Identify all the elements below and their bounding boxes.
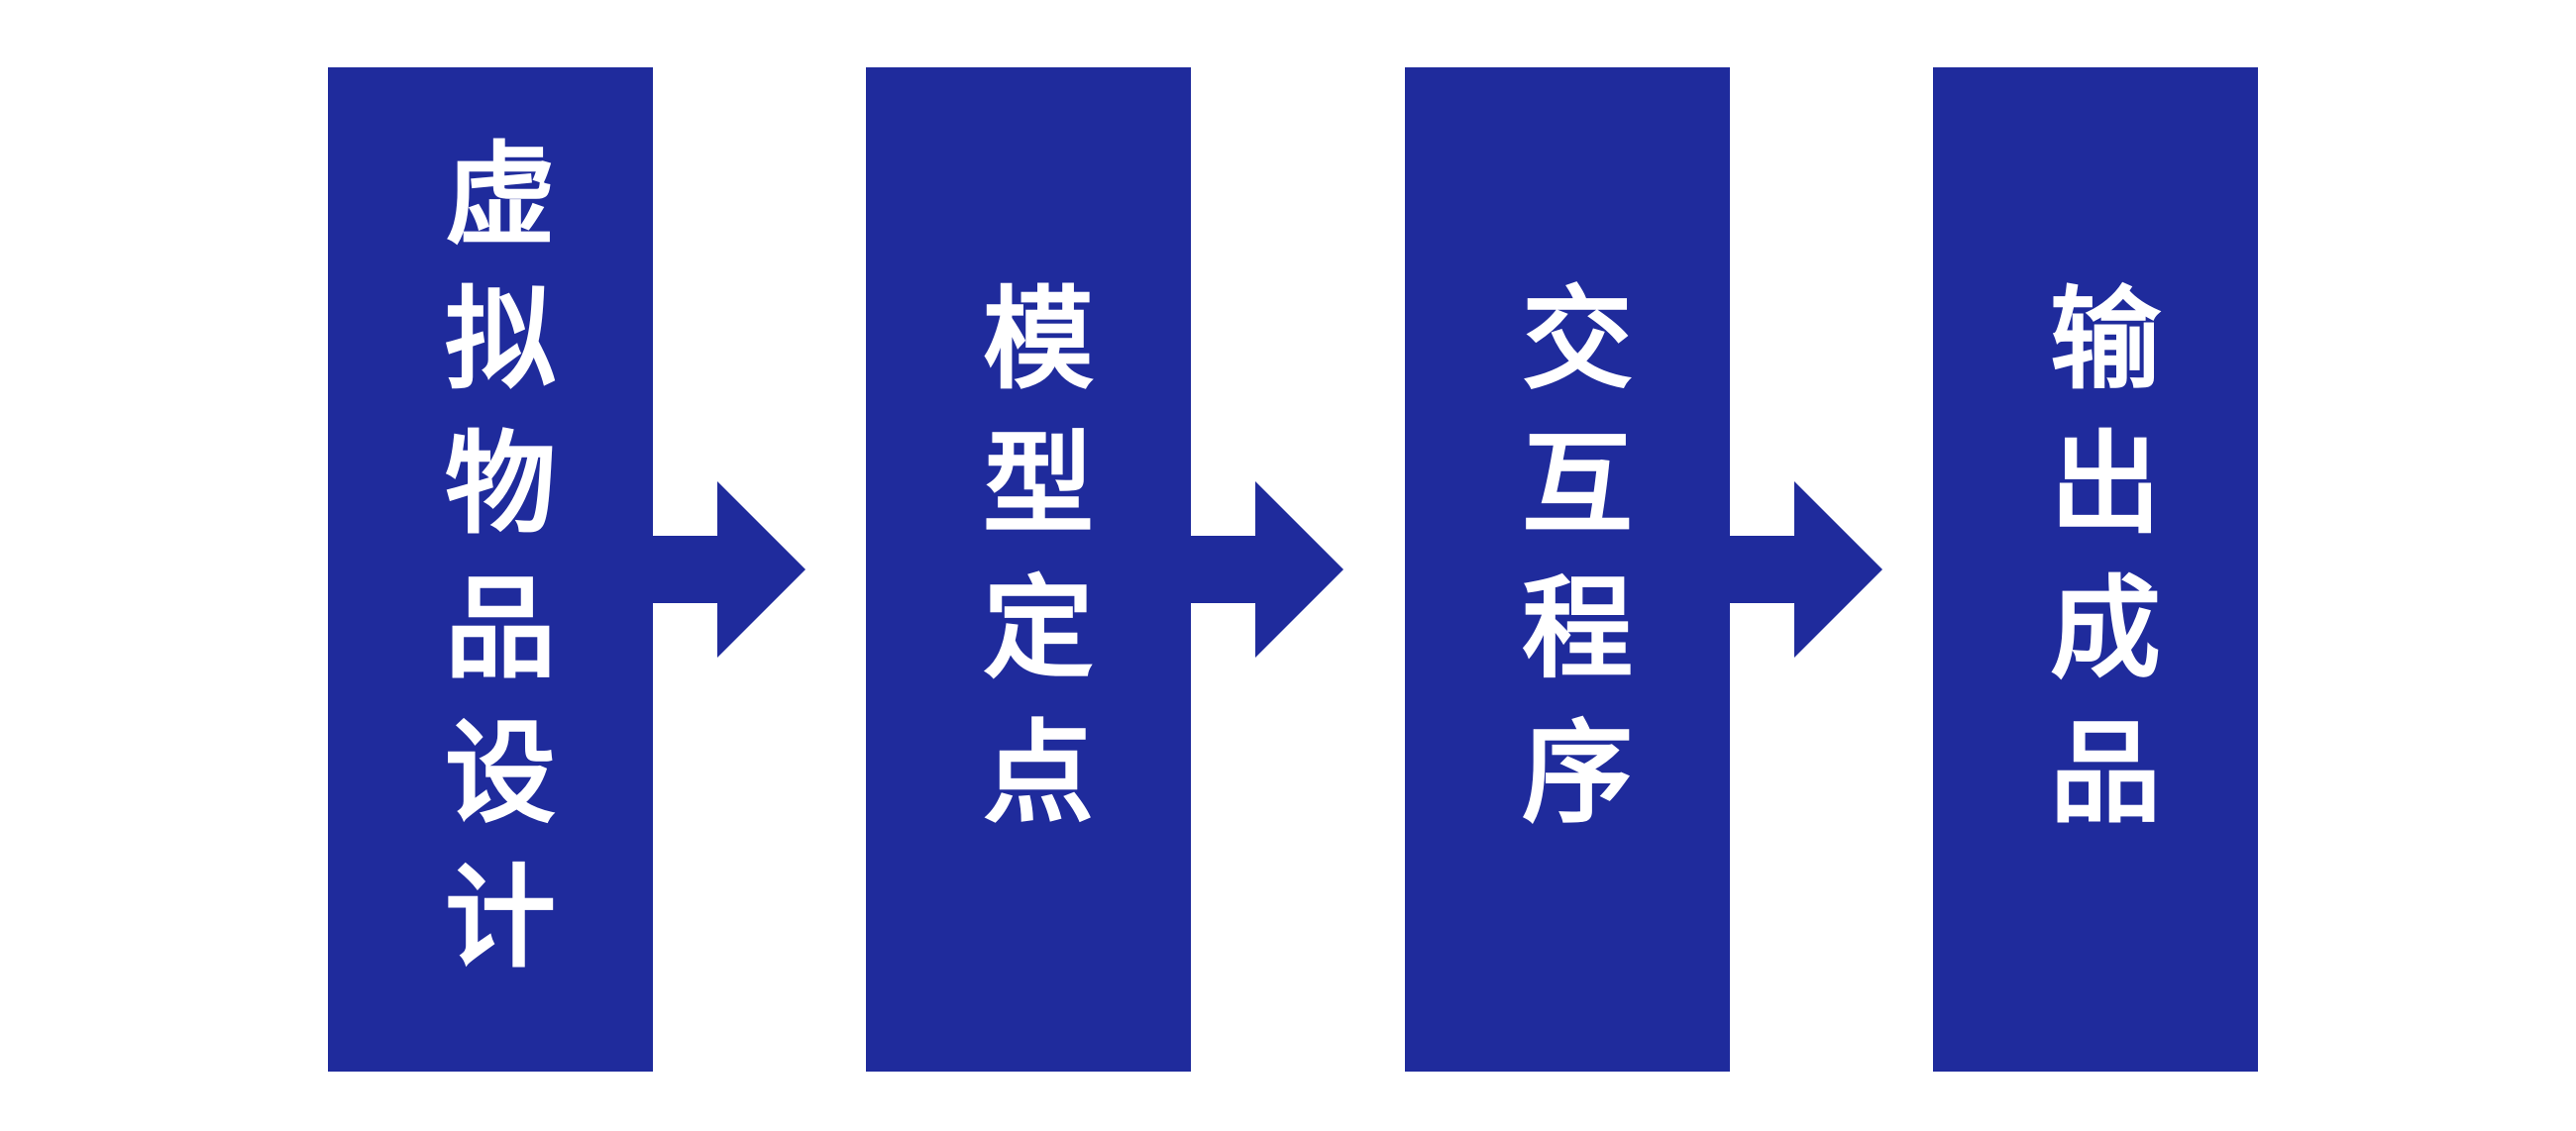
arrow-right-icon — [653, 481, 805, 658]
step-box-1: 虚拟物品设计 — [328, 67, 653, 1072]
arrow-right-icon — [1730, 481, 1882, 658]
arrow-right-icon — [1191, 481, 1343, 658]
step-box-3: 交互程序 — [1405, 67, 1730, 1072]
step-box-2: 模型定点 — [866, 67, 1191, 1072]
step-box-4: 输出成品 — [1933, 67, 2258, 1072]
step-label-3: 交互程序 — [1503, 280, 1632, 859]
step-label-4: 输出成品 — [2031, 280, 2160, 859]
step-label-1: 虚拟物品设计 — [426, 136, 555, 1003]
step-label-2: 模型定点 — [964, 280, 1093, 859]
